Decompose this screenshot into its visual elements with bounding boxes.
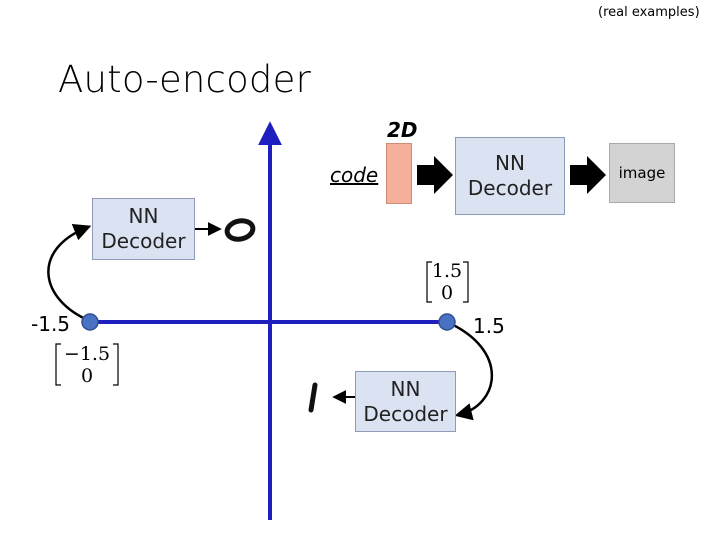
slide-title: Auto-encoder <box>58 58 311 101</box>
label-code: code <box>330 163 379 187</box>
point-left <box>81 313 99 331</box>
nn-decoder-top: NN Decoder <box>455 137 565 215</box>
curved-arrow-left <box>47 224 92 323</box>
handwritten-zero-icon <box>224 218 256 242</box>
block-arrow-right-icon <box>570 156 606 194</box>
vector-left: −1.5 0 <box>55 343 119 387</box>
nn-decoder-left: NN Decoder <box>92 198 195 260</box>
image-box: image <box>609 143 675 203</box>
block-arrow-right-icon <box>417 156 453 194</box>
note-real-examples: (real examples) <box>598 5 700 20</box>
vector-left-bottom: 0 <box>81 365 93 387</box>
vector-right-top: 1.5 <box>432 260 462 282</box>
vector-right: 1.5 0 <box>426 260 469 304</box>
handwritten-one-icon <box>308 382 318 413</box>
vector-left-top: −1.5 <box>64 343 110 365</box>
point-right-value: 1.5 <box>473 314 505 338</box>
point-right <box>438 313 456 331</box>
nn-decoder-bottom: NN Decoder <box>355 371 456 432</box>
curved-arrow-right <box>446 320 493 421</box>
code-vector-box <box>386 143 412 204</box>
point-left-value: -1.5 <box>31 312 71 336</box>
vector-right-bottom: 0 <box>441 282 453 304</box>
label-2d: 2D <box>387 118 418 142</box>
